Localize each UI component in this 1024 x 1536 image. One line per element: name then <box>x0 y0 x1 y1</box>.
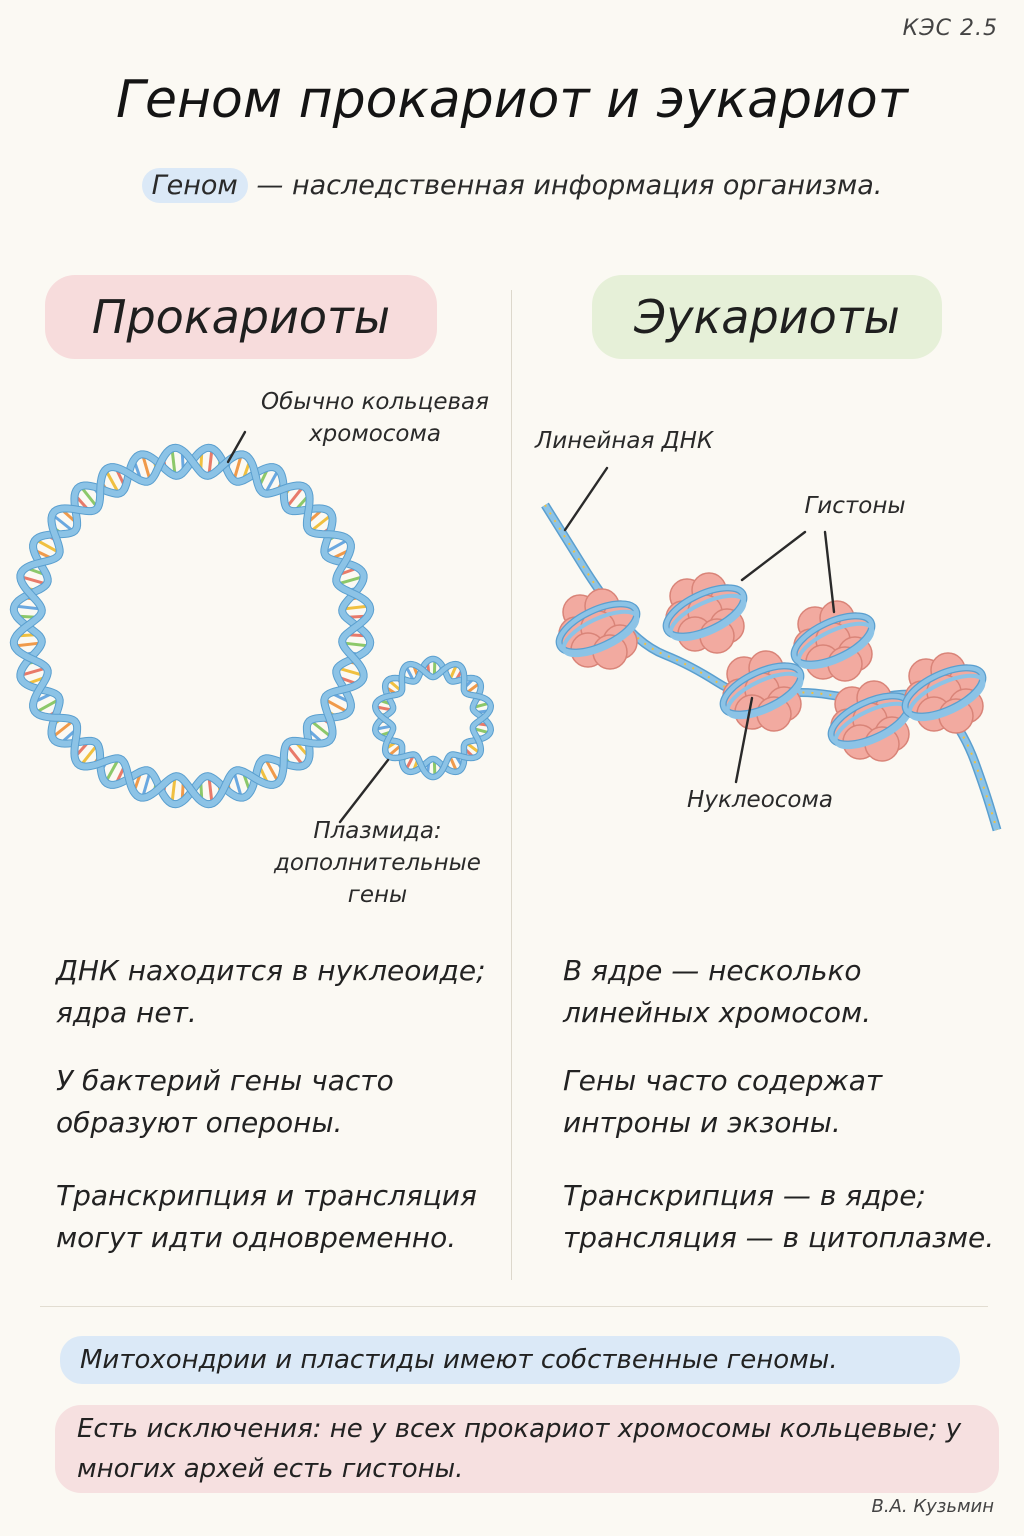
leader-histone-2 <box>823 530 836 614</box>
section-divider <box>40 1306 988 1307</box>
base-pair <box>342 604 370 611</box>
genome-definition-text: — наследственная информация организма. <box>247 170 883 201</box>
base-pair <box>207 448 214 476</box>
base-pair <box>141 453 152 481</box>
leader-nucleosome <box>734 696 754 784</box>
base-pair <box>207 776 214 804</box>
base-pair <box>51 719 75 739</box>
base-pair <box>170 448 177 476</box>
base-pair <box>263 757 280 784</box>
leader-plasmid <box>338 758 390 824</box>
label-plasmid-line3: гены <box>347 882 408 908</box>
page-title: Геном прокариот и эукариот <box>116 70 908 130</box>
wrapped-dna <box>561 609 640 658</box>
eukaryotes-heading: Эукариоты <box>592 275 942 359</box>
label-plasmid: Плазмида: дополнительные гены <box>270 815 485 911</box>
base-pair <box>337 575 365 586</box>
dna-strand-outline <box>9 443 375 809</box>
base-pair <box>263 468 280 495</box>
label-circular-line2: хромосома <box>309 421 441 447</box>
leader-histone-1 <box>740 530 807 582</box>
dna-strand <box>10 444 374 808</box>
base-pair <box>14 604 42 611</box>
label-circular-chromosome: Обычно кольцевая хромосома <box>255 386 495 450</box>
label-plasmid-line2: дополнительные <box>274 850 481 876</box>
wrapped-dna <box>725 671 804 720</box>
wrapped-dna <box>791 613 875 667</box>
base-pair <box>342 641 370 648</box>
nucleosome <box>662 572 748 654</box>
dna-strand-outline <box>9 443 375 809</box>
base-pair <box>51 513 75 533</box>
genome-term: Геном <box>141 168 248 203</box>
label-linear-dna: Линейная ДНК <box>535 428 714 454</box>
base-pair <box>232 771 243 799</box>
wrapped-dna <box>668 593 747 642</box>
column-divider <box>511 290 512 1280</box>
nucleosomes-illustration <box>555 572 987 762</box>
base-pair <box>323 538 350 555</box>
base-pair <box>19 666 47 677</box>
nucleosome <box>901 652 987 734</box>
base-pair <box>309 719 333 739</box>
base-pair <box>285 485 305 509</box>
base-pair <box>104 757 121 784</box>
wrapped-dna <box>796 621 875 670</box>
label-histones: Гистоны <box>804 493 906 519</box>
base-pair <box>309 513 333 533</box>
base-pair <box>323 697 350 714</box>
nucleosome <box>555 588 641 670</box>
circular-chromosome-illustration <box>9 443 375 809</box>
eukaryote-fact-chromosomes: В ядре — несколько линейных хромосом. <box>563 954 871 1029</box>
base-pair <box>104 468 121 495</box>
plasmid-illustration <box>372 655 494 781</box>
prokaryotes-heading: Прокариоты <box>45 275 437 359</box>
base-pair <box>14 641 42 648</box>
base-pair <box>79 485 99 509</box>
note-exceptions: Есть исключения: не у всех прокариот хро… <box>55 1405 999 1493</box>
label-leader-lines <box>226 430 836 824</box>
wrapped-dna <box>720 663 804 717</box>
wrapped-dna <box>663 585 747 639</box>
base-pair <box>19 575 47 586</box>
prokaryote-fact-coupling: Транскрипция и трансляция могут идти одн… <box>56 1179 477 1254</box>
label-plasmid-line1: Плазмида: <box>313 818 442 844</box>
base-pair <box>337 666 365 677</box>
wrapped-dna <box>907 673 986 722</box>
base-pair <box>34 697 61 714</box>
base-pair <box>285 743 305 767</box>
base-pair <box>141 771 152 799</box>
note-organelle-genomes: Митохондрии и пластиды имеют собственные… <box>60 1336 960 1384</box>
eukaryote-fact-compartments: Транскрипция — в ядре; трансляция — в ци… <box>563 1179 995 1254</box>
nucleosome <box>719 650 805 732</box>
leader-linear-dna <box>563 466 609 532</box>
author-signature: В.А. Кузьмин <box>871 1496 994 1517</box>
nucleosome <box>790 600 876 682</box>
leader-circular-chromosome <box>226 430 247 464</box>
base-pair <box>170 776 177 804</box>
dna-strand <box>373 661 493 780</box>
eukaryote-fact-introns: Гены часто содержат интроны и экзоны. <box>563 1064 883 1139</box>
prokaryote-fact-nucleoid: ДНК находится в нуклеоиде; ядра нет. <box>56 954 486 1029</box>
base-pair <box>232 453 243 481</box>
base-pair <box>79 743 99 767</box>
genome-definition: Геном — наследственная информация органи… <box>0 168 1024 203</box>
topic-code: КЭС 2.5 <box>902 16 998 41</box>
wrapped-dna <box>556 601 640 655</box>
base-pair <box>34 538 61 555</box>
label-nucleosome: Нуклеосома <box>687 787 833 813</box>
label-circular-line1: Обычно кольцевая <box>261 389 489 415</box>
prokaryote-fact-operons: У бактерий гены часто образуют опероны. <box>56 1064 394 1139</box>
wrapped-dna <box>902 665 986 719</box>
dna-strand <box>10 444 374 808</box>
